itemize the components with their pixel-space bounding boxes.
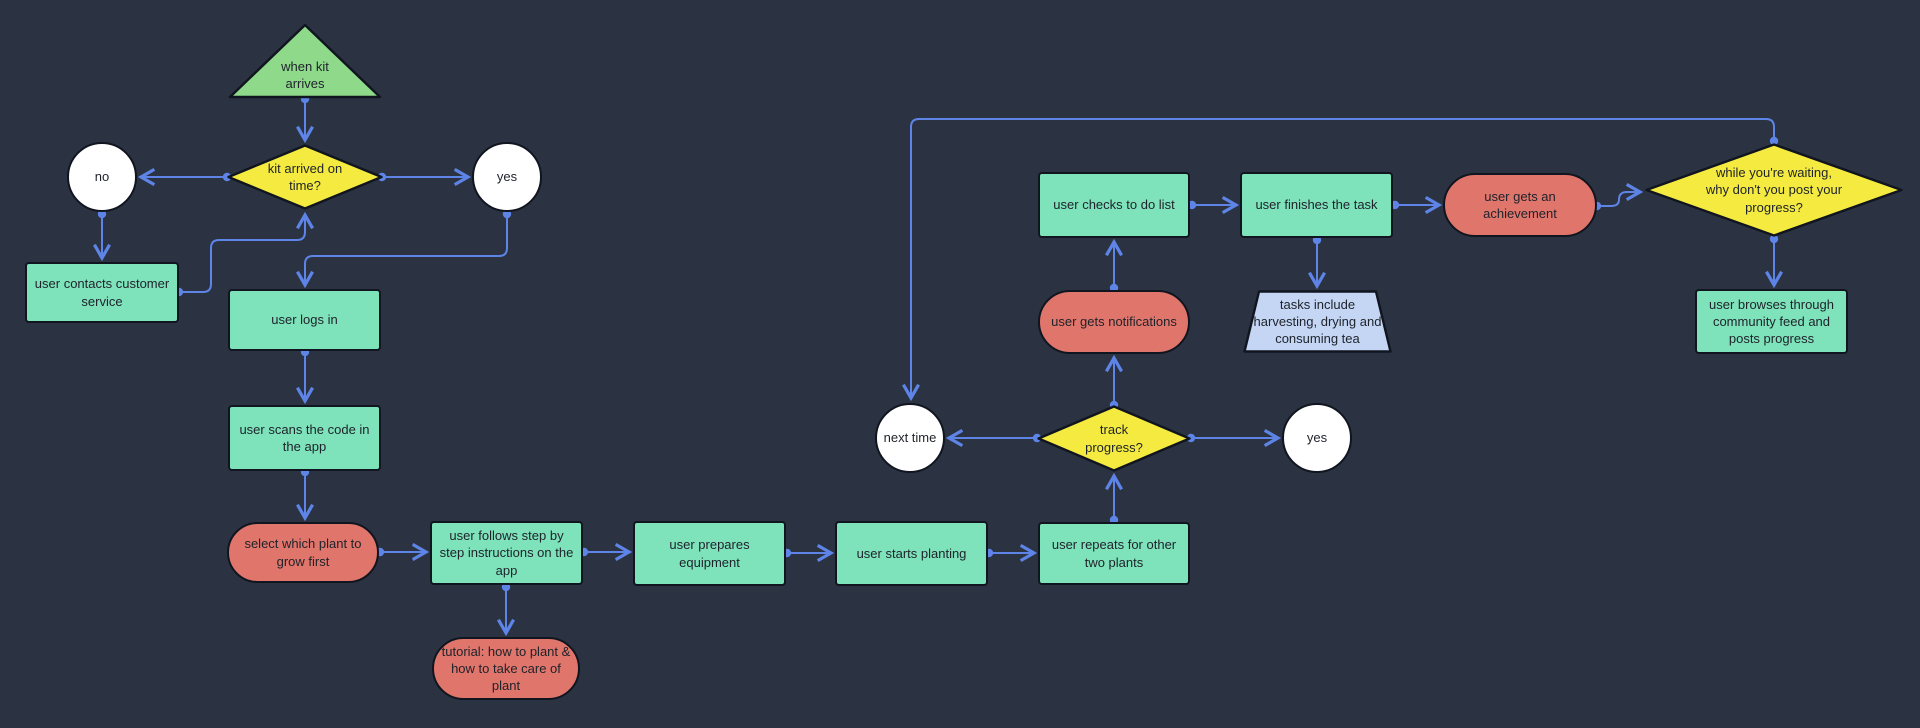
node-user-gets-achievement[interactable]: user gets an achievement: [1443, 173, 1597, 237]
node-yes-terminal[interactable]: yes: [472, 142, 542, 212]
node-label: next time: [883, 430, 937, 446]
node-user-finishes-task[interactable]: user finishes the task: [1240, 172, 1393, 238]
node-label: user logs in: [271, 312, 338, 328]
node-user-browses-community-feed[interactable]: user browses through community feed and …: [1695, 289, 1848, 354]
node-track-progress[interactable]: track progress?: [1037, 405, 1191, 472]
node-label: track progress?: [1085, 422, 1143, 455]
node-label: while you're waiting, why don't you post…: [1705, 165, 1843, 215]
node-tasks-note[interactable]: tasks include harvesting, drying and con…: [1243, 290, 1392, 353]
node-no-terminal[interactable]: no: [67, 142, 137, 212]
edge-prompt-to-nexttime-loop: [911, 118, 1775, 397]
node-post-progress-prompt[interactable]: while you're waiting, why don't you post…: [1645, 143, 1903, 237]
node-tutorial[interactable]: tutorial: how to plant & how to take car…: [432, 637, 580, 700]
node-next-time-terminal[interactable]: next time: [875, 403, 945, 473]
node-user-repeats-two-plants[interactable]: user repeats for other two plants: [1038, 522, 1190, 585]
edge-contacts-to-kitontime: [179, 216, 305, 293]
node-label: yes: [1306, 430, 1328, 446]
node-user-prepares-equipment[interactable]: user prepares equipment: [633, 521, 786, 586]
node-label: select which plant to grow first: [244, 536, 362, 569]
trapezoid-shape: [1243, 290, 1392, 353]
node-label: user browses through community feed and …: [1708, 296, 1834, 347]
node-label: tasks include harvesting, drying and con…: [1253, 296, 1382, 347]
diamond-shape: [227, 144, 383, 210]
node-label: user scans the code in the app: [239, 421, 370, 454]
node-label: user finishes the task: [1255, 197, 1378, 213]
node-label: no: [94, 169, 110, 185]
diamond-shape: [1037, 405, 1191, 472]
node-user-scans-code[interactable]: user scans the code in the app: [228, 405, 381, 471]
node-select-which-plant[interactable]: select which plant to grow first: [227, 522, 379, 583]
node-label: yes: [496, 169, 518, 185]
edge-achievement-to-prompt: [1597, 192, 1639, 207]
node-label: user gets notifications: [1051, 314, 1177, 330]
node-label: kit arrived on time?: [267, 160, 343, 193]
node-user-contacts-customer-service[interactable]: user contacts customer service: [25, 262, 179, 323]
node-follows-step-by-step[interactable]: user follows step by step instructions o…: [430, 521, 583, 585]
node-label: user starts planting: [856, 545, 967, 561]
node-user-logs-in[interactable]: user logs in: [228, 289, 381, 351]
node-label: user checks to do list: [1053, 197, 1175, 213]
node-when-kit-arrives[interactable]: when kit arrives: [228, 23, 382, 99]
node-yes-terminal-2[interactable]: yes: [1282, 403, 1352, 473]
node-label: user prepares equipment: [669, 537, 750, 570]
node-label: user follows step by step instructions o…: [439, 528, 574, 578]
triangle-shape: [228, 23, 382, 99]
node-label: when kit arrives: [281, 58, 329, 91]
node-label: user gets an achievement: [1483, 188, 1557, 221]
node-kit-arrived-on-time[interactable]: kit arrived on time?: [227, 144, 383, 210]
node-label: user repeats for other two plants: [1051, 537, 1177, 570]
edge-yes-to-login: [305, 214, 508, 284]
node-label: tutorial: how to plant & how to take car…: [441, 643, 571, 694]
node-user-starts-planting[interactable]: user starts planting: [835, 521, 988, 586]
node-label: user contacts customer service: [34, 276, 170, 309]
diamond-shape: [1645, 143, 1903, 237]
node-user-gets-notifications[interactable]: user gets notifications: [1038, 290, 1190, 354]
node-user-checks-todo-list[interactable]: user checks to do list: [1038, 172, 1190, 238]
